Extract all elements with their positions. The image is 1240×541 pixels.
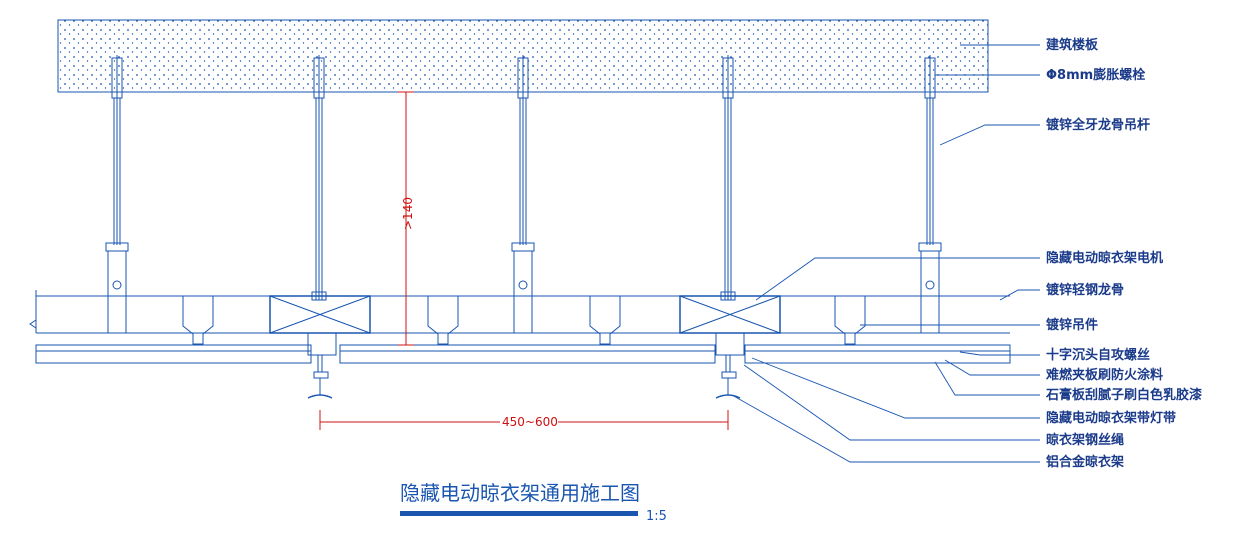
leader-lines	[731, 44, 1040, 463]
label-slab: 建筑楼板	[1046, 37, 1099, 53]
hanger-3	[511, 55, 535, 334]
label-gypsum-board: 石膏板刮腻子刷白色乳胶漆	[1045, 387, 1202, 403]
horizontal-dimension: 450~600	[319, 410, 729, 430]
label-hanger-clip: 镀锌吊件	[1046, 317, 1098, 333]
rack-right	[715, 332, 745, 399]
dim-horizontal-text: 450~600	[502, 415, 558, 429]
title-scale: 1:5	[646, 509, 667, 524]
label-light-keel: 镀锌轻钢龙骨	[1046, 282, 1124, 298]
label-expansion-bolt: Φ8mm膨胀螺栓	[1046, 67, 1145, 83]
ceiling-boards	[35, 344, 1011, 364]
motor-left	[269, 291, 371, 334]
hanger-clips	[182, 295, 866, 345]
label-wire-rope: 晾衣架钢丝绳	[1046, 432, 1124, 448]
drawing-title: 隐藏电动晾衣架通用施工图 1:5	[400, 481, 667, 524]
label-alu-rack: 铝合金晾衣架	[1046, 454, 1124, 470]
label-screw: 十字沉头自攻螺丝	[1046, 347, 1150, 363]
hanger-assemblies	[105, 55, 942, 334]
label-fire-board: 难燃夹板刷防火涂料	[1045, 367, 1163, 383]
motor-right	[679, 291, 781, 334]
label-motor: 隐藏电动晾衣架电机	[1046, 250, 1163, 266]
hanger-5	[918, 55, 942, 334]
label-light-strip: 隐藏电动晾衣架带灯带	[1046, 410, 1176, 426]
vertical-dimension: >140	[398, 91, 415, 346]
title-underline	[400, 511, 638, 516]
label-hanger-rod: 镀锌全牙龙骨吊杆	[1046, 117, 1150, 133]
rack-left	[307, 332, 337, 399]
labels: 建筑楼板 Φ8mm膨胀螺栓 镀锌全牙龙骨吊杆 隐藏电动晾衣架电机 镀锌轻钢龙骨 …	[1045, 37, 1202, 470]
hanger-1	[105, 55, 129, 334]
dim-vertical-text: >140	[401, 197, 415, 230]
hanger-2	[313, 55, 325, 300]
title-main: 隐藏电动晾衣架通用施工图	[400, 481, 640, 505]
hanger-4	[722, 55, 734, 300]
